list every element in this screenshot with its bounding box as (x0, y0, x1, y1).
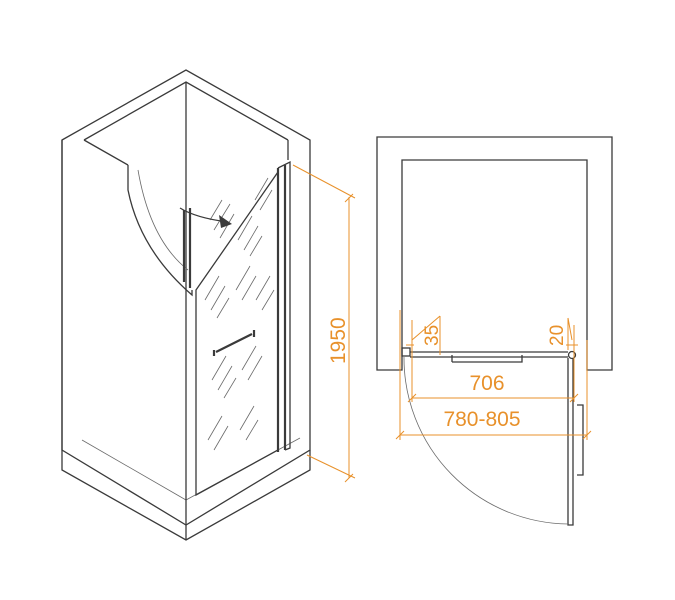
door-frame-left (182, 208, 192, 288)
door-frame-top (277, 160, 291, 451)
height-dimension: 1950 (292, 164, 356, 483)
left-profile (401, 347, 411, 357)
open-door-handle (577, 404, 584, 476)
wall-inner-curve (137, 169, 189, 271)
door-open (567, 358, 574, 526)
door-panel (195, 169, 279, 497)
door-closed (410, 351, 568, 358)
right-hinge (567, 350, 577, 360)
left-wall-front (61, 140, 187, 525)
closed-door-handle (451, 355, 523, 363)
left-profile-label: 35 (422, 325, 443, 346)
isometric-view (61, 69, 311, 541)
right-profile-label: 20 (547, 325, 568, 346)
glass-pattern (204, 177, 275, 451)
wall-curve-cut (127, 165, 193, 297)
door-handle (212, 330, 256, 356)
plan-view (376, 136, 613, 526)
plan-dimensions: 35 20 706 780-805 (395, 310, 592, 440)
wall-top-rim (83, 81, 289, 318)
plinth (61, 450, 311, 541)
opening-arrow-head (219, 215, 232, 228)
height-label: 1950 (327, 317, 350, 364)
door-frame-right (276, 165, 287, 452)
swing-arc (403, 356, 569, 525)
plinth-top (81, 437, 301, 501)
install-range-label: 780-805 (443, 408, 520, 431)
door-width-label: 706 (469, 372, 504, 395)
